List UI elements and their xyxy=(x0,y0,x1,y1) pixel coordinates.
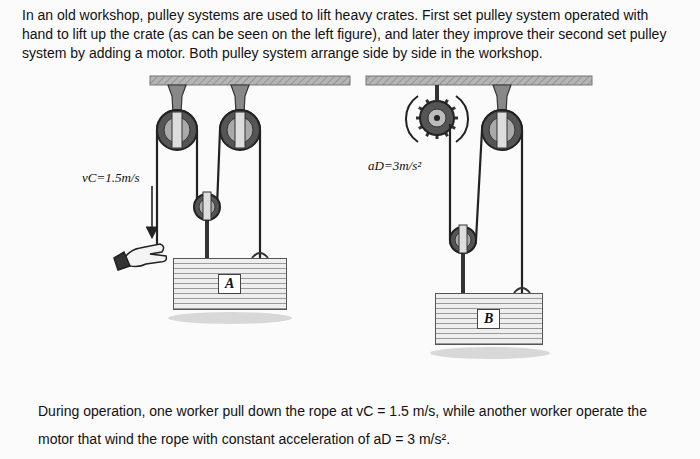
drum-mount xyxy=(435,85,439,101)
problem-text: In an old workshop, pulley systems are u… xyxy=(22,6,672,63)
acceleration-arc xyxy=(456,96,468,142)
rope xyxy=(197,110,260,258)
pulley-wheel xyxy=(157,110,197,150)
shadow xyxy=(168,312,292,324)
rope xyxy=(450,110,522,293)
ceiling xyxy=(366,76,592,85)
motor-drum xyxy=(416,97,458,139)
ceiling xyxy=(150,76,350,85)
rope xyxy=(157,110,197,245)
movable-pulley xyxy=(203,192,211,220)
acceleration-arc xyxy=(406,96,418,142)
crate: B xyxy=(435,293,543,345)
velocity-label: vC=1.5m/s xyxy=(82,170,140,186)
pulley-wheel xyxy=(220,110,260,150)
crate: A xyxy=(173,258,287,310)
movable-pulley xyxy=(194,192,220,258)
hand xyxy=(114,252,130,270)
movable-pulley xyxy=(459,225,467,253)
motor-drum xyxy=(434,115,440,121)
acceleration-label: aD=3m/s² xyxy=(368,158,421,174)
problem-text: During operation, one worker pull down t… xyxy=(38,397,678,453)
crate-letter: A xyxy=(218,274,241,294)
pulley-wheel xyxy=(497,112,507,148)
pulley-wheel xyxy=(157,110,260,150)
rope xyxy=(157,110,260,258)
shadow xyxy=(430,347,550,359)
rope xyxy=(450,110,522,293)
movable-pulley xyxy=(450,225,476,293)
velocity-arrow xyxy=(151,186,153,236)
pulley-wheel xyxy=(482,110,522,150)
hand xyxy=(114,244,166,270)
motor-drum xyxy=(428,109,446,127)
pulley-wheel xyxy=(172,112,182,148)
pulley-wheel xyxy=(235,112,245,148)
crate-letter: B xyxy=(477,309,500,329)
